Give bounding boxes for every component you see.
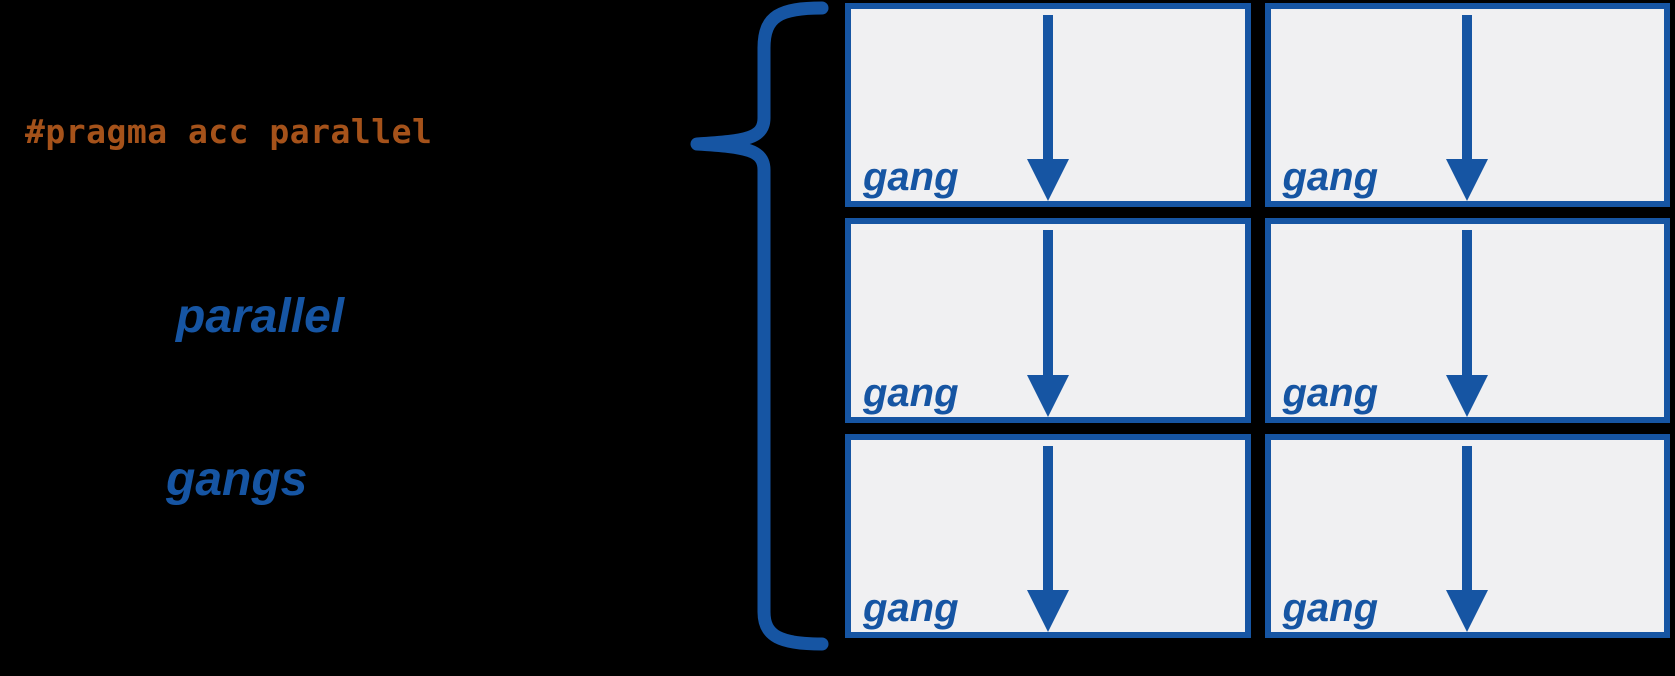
gang-box-label: gang — [863, 585, 959, 630]
down-arrow-icon — [1446, 15, 1489, 202]
gang-box: gang — [1264, 433, 1670, 638]
gang-box-label: gang — [1282, 370, 1379, 415]
gang-box-label: gang — [863, 155, 959, 200]
down-arrow-head — [1026, 589, 1069, 632]
down-arrow-shaft — [1462, 230, 1473, 381]
down-arrow-shaft — [1462, 445, 1473, 596]
gang-box: gang — [845, 3, 1251, 208]
gang-box: gang — [845, 218, 1251, 423]
down-arrow-head — [1026, 374, 1069, 417]
gang-box-label: gang — [863, 370, 959, 415]
down-arrow-shaft — [1462, 15, 1473, 166]
down-arrow-shaft — [1042, 230, 1053, 381]
down-arrow-icon — [1026, 230, 1069, 417]
gang-box: gang — [1264, 3, 1670, 208]
gang-box-label: gang — [1282, 155, 1379, 200]
gang-box: gang — [845, 433, 1251, 638]
gang-box-label: gang — [1282, 585, 1379, 630]
down-arrow-icon — [1026, 15, 1069, 202]
down-arrow-head — [1446, 159, 1489, 202]
gang-box: gang — [1264, 218, 1670, 423]
down-arrow-head — [1026, 159, 1069, 202]
gang-grid: gang gang gang gang — [845, 3, 1670, 638]
parallel-label: parallel — [176, 290, 345, 343]
down-arrow-icon — [1026, 445, 1069, 632]
down-arrow-icon — [1446, 230, 1489, 417]
down-arrow-shaft — [1042, 445, 1053, 596]
down-arrow-shaft — [1042, 15, 1053, 166]
down-arrow-head — [1446, 374, 1489, 417]
pragma-code-text: #pragma acc parallel — [25, 112, 433, 151]
curly-brace-icon — [690, 1, 829, 651]
down-arrow-head — [1446, 589, 1489, 632]
gangs-label: gangs — [166, 453, 308, 506]
down-arrow-icon — [1446, 445, 1489, 632]
